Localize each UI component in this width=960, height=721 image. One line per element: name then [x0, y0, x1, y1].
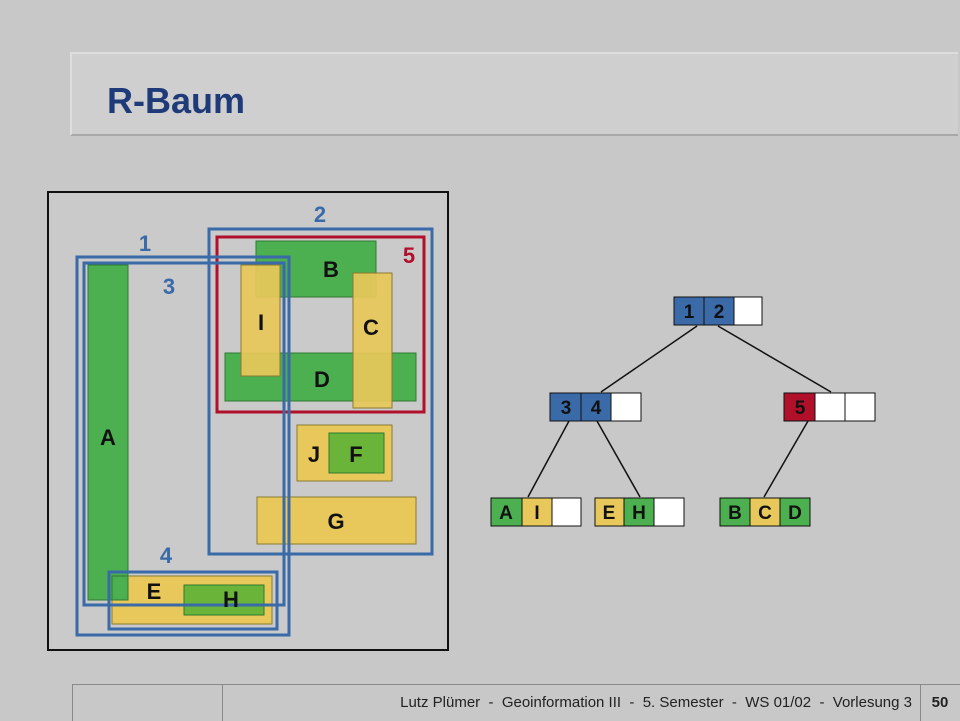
node-entry: 1: [684, 302, 695, 323]
leaf-cell: [490, 497, 523, 527]
node-entry: 3: [561, 398, 572, 419]
label-j: J: [308, 442, 320, 467]
leaf-entry: E: [603, 503, 616, 524]
tree-leaf-e-h: E H: [594, 497, 685, 527]
edge-4-leaf2: [596, 420, 641, 498]
node-cell: [814, 392, 846, 422]
title-bar: [70, 52, 958, 136]
node-cell: [673, 296, 705, 326]
leaf-entry: I: [534, 503, 539, 524]
node-entry: 2: [714, 302, 725, 323]
leaf-cell: [719, 497, 751, 527]
leaf-cell: [749, 497, 781, 527]
region-label-4: 4: [160, 543, 173, 568]
mbr-4: [107, 570, 279, 631]
tree-node-3-4: 3 4: [549, 392, 642, 422]
leaf-cell: [653, 497, 685, 527]
region-label-1: 1: [139, 231, 151, 256]
label-b: B: [323, 257, 339, 282]
object-i: [240, 264, 281, 377]
leaf-cell: [779, 497, 811, 527]
leaf-entry: B: [728, 503, 742, 524]
footer-divider: [920, 685, 921, 721]
mbr-2: [207, 227, 434, 556]
edge-root-left: [600, 325, 698, 393]
tree-node-root: 1 2: [673, 296, 763, 326]
region-label-5: 5: [403, 243, 415, 268]
node-entry: 4: [591, 398, 602, 419]
slide-footer: [72, 684, 960, 721]
region-label-3: 3: [163, 274, 175, 299]
leaf-cell: [521, 497, 553, 527]
node-cell: [610, 392, 642, 422]
region-label-2: 2: [314, 202, 326, 227]
leaf-entry: A: [499, 503, 513, 524]
object-c: [352, 272, 393, 409]
edge-3-leaf1: [527, 420, 570, 498]
object-a-overlap: [111, 575, 129, 601]
object-h: [183, 584, 265, 616]
mbr-1: [75, 255, 291, 637]
label-d: D: [314, 367, 330, 392]
leaf-entry: C: [758, 503, 772, 524]
tree-node-5: 5: [783, 392, 876, 422]
label-e: E: [147, 579, 162, 604]
footer-text: Lutz Plümer - Geoinformation III - 5. Se…: [400, 694, 912, 711]
leaf-entry: H: [632, 503, 646, 524]
label-f: F: [349, 442, 362, 467]
leaf-cell: [594, 497, 625, 527]
tree-leaf-a-i: A I: [490, 497, 582, 527]
edge-5-leaf3: [763, 420, 809, 498]
label-h: H: [223, 587, 239, 612]
label-c: C: [363, 315, 379, 340]
object-f: [328, 432, 385, 474]
label-i: I: [258, 310, 264, 335]
node-cell: [844, 392, 876, 422]
node-entry: 5: [795, 398, 806, 419]
page-title: R-Baum: [107, 80, 246, 121]
leaf-cell: [623, 497, 655, 527]
node-cell: [549, 392, 582, 422]
footer-divider: [222, 685, 223, 721]
label-a: A: [100, 425, 116, 450]
label-g: G: [327, 509, 344, 534]
leaf-cell: [551, 497, 582, 527]
mbr-3: [82, 261, 286, 607]
edge-root-right: [717, 325, 832, 393]
node-cell: [733, 296, 763, 326]
leaf-entry: D: [788, 503, 802, 524]
page-number: 50: [931, 694, 949, 711]
node-cell: [580, 392, 612, 422]
footer-divider: [72, 685, 73, 721]
mbr-5: [215, 235, 426, 414]
tree-leaf-b-c-d: B C D: [719, 497, 811, 527]
object-a: [87, 264, 129, 601]
